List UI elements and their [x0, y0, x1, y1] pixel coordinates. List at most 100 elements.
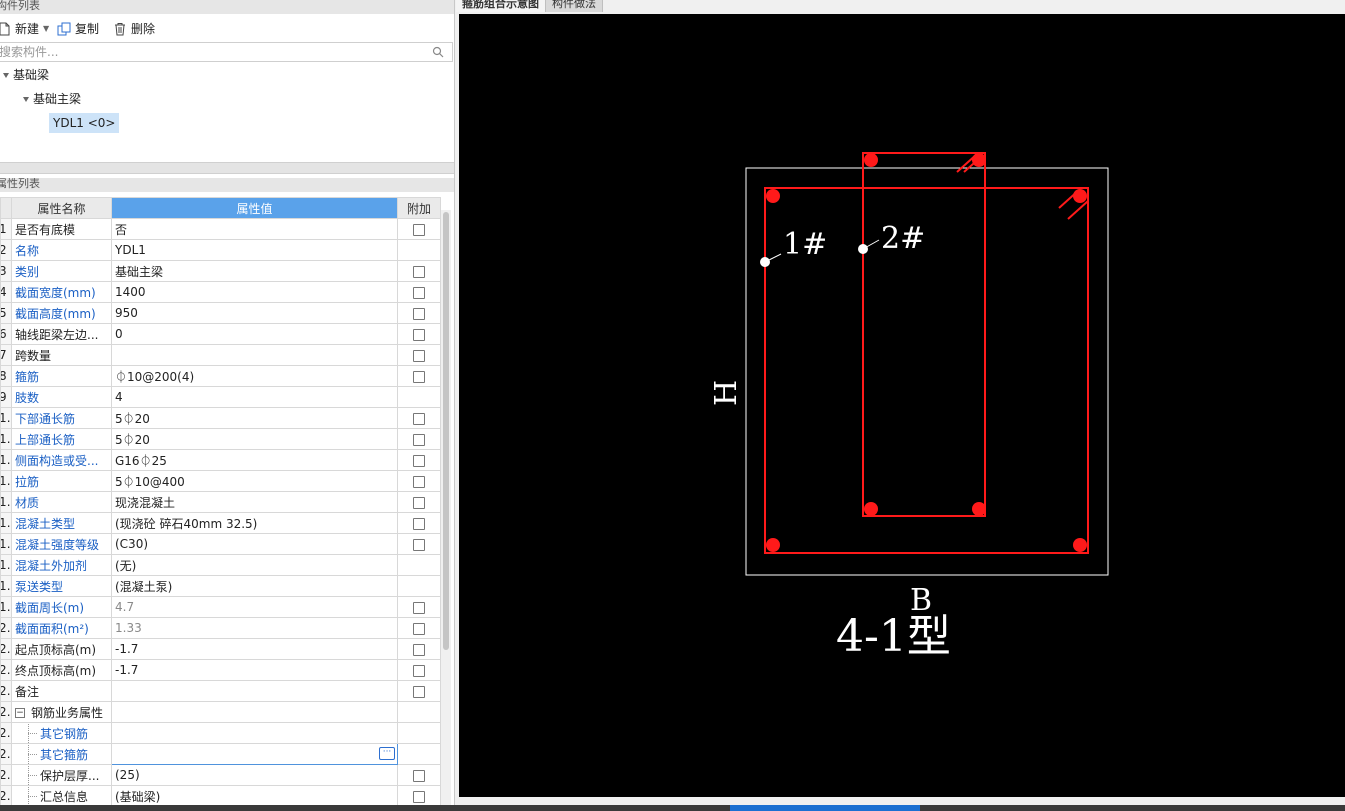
table-row[interactable]: 10下部通长筋5⏀20	[0, 407, 441, 429]
extra-checkbox[interactable]	[413, 433, 425, 446]
collapse-icon[interactable]: −	[15, 708, 25, 718]
property-value[interactable]: 950	[111, 302, 398, 324]
property-value[interactable]: ···	[111, 743, 398, 765]
extra-checkbox[interactable]	[413, 223, 425, 236]
property-value[interactable]	[111, 722, 398, 744]
table-row[interactable]: 21起点顶标高(m)-1.7	[0, 638, 441, 660]
property-value[interactable]: ⏀10@200(4)	[111, 365, 398, 387]
property-extra-header[interactable]: 附加	[397, 197, 441, 219]
property-value[interactable]: 0	[111, 323, 398, 345]
extra-checkbox[interactable]	[413, 307, 425, 320]
table-row[interactable]: 27保护层厚...(25)	[0, 764, 441, 786]
scrollbar-thumb[interactable]	[443, 212, 449, 650]
panel-splitter[interactable]	[0, 162, 454, 174]
extra-checkbox[interactable]	[413, 286, 425, 299]
property-value[interactable]	[111, 344, 398, 366]
property-value[interactable]: 4.7	[111, 596, 398, 618]
extra-checkbox[interactable]	[413, 601, 425, 614]
stirrup-diagram-canvas[interactable]: 1# 2# H B 4-1型	[459, 14, 1345, 797]
extra-checkbox[interactable]	[413, 496, 425, 509]
search-icon[interactable]	[432, 46, 444, 58]
property-value[interactable]	[111, 680, 398, 702]
extra-checkbox[interactable]	[413, 454, 425, 467]
property-value[interactable]: 否	[111, 218, 398, 240]
table-row[interactable]: 3类别基础主梁	[0, 260, 441, 282]
extra-checkbox[interactable]	[413, 328, 425, 341]
expand-arrow-icon[interactable]	[23, 97, 29, 102]
table-row[interactable]: 8箍筋⏀10@200(4)	[0, 365, 441, 387]
table-row[interactable]: 22终点顶标高(m)-1.7	[0, 659, 441, 681]
table-row[interactable]: 20截面面积(m²)1.33	[0, 617, 441, 639]
tree-node-foundation-beam[interactable]: 基础梁	[3, 65, 49, 85]
property-value[interactable]: 基础主梁	[111, 260, 398, 282]
table-row[interactable]: 2名称YDL1	[0, 239, 441, 261]
extra-checkbox[interactable]	[413, 265, 425, 278]
property-value[interactable]: -1.7	[111, 659, 398, 681]
label-anchor-2[interactable]	[858, 244, 868, 254]
extra-checkbox[interactable]	[413, 643, 425, 656]
table-row[interactable]: 4截面宽度(mm)1400	[0, 281, 441, 303]
property-value[interactable]: YDL1	[111, 239, 398, 261]
inner-stirrup[interactable]	[862, 152, 986, 517]
table-row[interactable]: 26其它箍筋···	[0, 743, 441, 765]
table-row[interactable]: 25其它钢筋	[0, 722, 441, 744]
extra-checkbox[interactable]	[413, 370, 425, 383]
table-row[interactable]: 19截面周长(m)4.7	[0, 596, 441, 618]
tab-stirrup-diagram[interactable]: 箍筋组合示意图	[456, 0, 546, 12]
extra-checkbox[interactable]	[413, 664, 425, 677]
extra-checkbox[interactable]	[413, 349, 425, 362]
property-value[interactable]: 5⏀20	[111, 407, 398, 429]
table-row[interactable]: 17混凝土外加剂(无)	[0, 554, 441, 576]
property-value[interactable]: 1400	[111, 281, 398, 303]
extra-checkbox[interactable]	[413, 412, 425, 425]
property-value[interactable]: (基础梁)	[111, 785, 398, 807]
table-row[interactable]: 11上部通长筋5⏀20	[0, 428, 441, 450]
table-row[interactable]: 24−钢筋业务属性	[0, 701, 441, 723]
copy-button[interactable]: 复制	[57, 20, 99, 38]
new-button[interactable]: 新建 ▼	[0, 20, 49, 38]
more-options-button[interactable]: ···	[379, 747, 395, 760]
property-name-header[interactable]: 属性名称	[11, 197, 112, 219]
table-row[interactable]: 16混凝土强度等级(C30)	[0, 533, 441, 555]
property-value[interactable]: (C30)	[111, 533, 398, 555]
table-row[interactable]: 7跨数量	[0, 344, 441, 366]
property-value[interactable]: -1.7	[111, 638, 398, 660]
search-input[interactable]	[0, 43, 419, 61]
table-row[interactable]: 13拉筋5⏀10@400	[0, 470, 441, 492]
extra-checkbox[interactable]	[413, 517, 425, 530]
property-value[interactable]: 5⏀20	[111, 428, 398, 450]
table-row[interactable]: 6轴线距梁左边...0	[0, 323, 441, 345]
extra-checkbox[interactable]	[413, 790, 425, 803]
property-value[interactable]	[111, 701, 398, 723]
property-value-header[interactable]: 属性值	[111, 197, 398, 219]
table-row[interactable]: 5截面高度(mm)950	[0, 302, 441, 324]
extra-checkbox[interactable]	[413, 769, 425, 782]
table-row[interactable]: 15混凝土类型(现浇砼 碎石40mm 32.5)	[0, 512, 441, 534]
extra-checkbox[interactable]	[413, 685, 425, 698]
property-value[interactable]: (无)	[111, 554, 398, 576]
label-anchor-1[interactable]	[760, 257, 770, 267]
property-value[interactable]: (混凝土泵)	[111, 575, 398, 597]
table-row[interactable]: 1是否有底模否	[0, 218, 441, 240]
property-value[interactable]: 4	[111, 386, 398, 408]
table-row[interactable]: 23备注	[0, 680, 441, 702]
tree-node-ydl1[interactable]: YDL1 <0>	[49, 113, 120, 133]
table-row[interactable]: 28汇总信息(基础梁)	[0, 785, 441, 807]
extra-checkbox[interactable]	[413, 538, 425, 551]
property-value[interactable]: 5⏀10@400	[111, 470, 398, 492]
outer-stirrup[interactable]	[764, 187, 1089, 554]
chevron-down-icon[interactable]: ▼	[43, 24, 50, 33]
property-value[interactable]: 现浇混凝土	[111, 491, 398, 513]
property-value[interactable]: (25)	[111, 764, 398, 786]
table-row[interactable]: 14材质现浇混凝土	[0, 491, 441, 513]
extra-checkbox[interactable]	[413, 622, 425, 635]
table-row[interactable]: 12侧面构造或受...G16⏀25	[0, 449, 441, 471]
property-value[interactable]: (现浇砼 碎石40mm 32.5)	[111, 512, 398, 534]
extra-checkbox[interactable]	[413, 475, 425, 488]
expand-arrow-icon[interactable]	[3, 73, 9, 78]
tab-component-method[interactable]: 构件做法	[546, 0, 603, 12]
property-value[interactable]: 1.33	[111, 617, 398, 639]
property-scrollbar[interactable]	[441, 210, 451, 810]
delete-button[interactable]: 删除	[113, 20, 155, 38]
property-value[interactable]: G16⏀25	[111, 449, 398, 471]
